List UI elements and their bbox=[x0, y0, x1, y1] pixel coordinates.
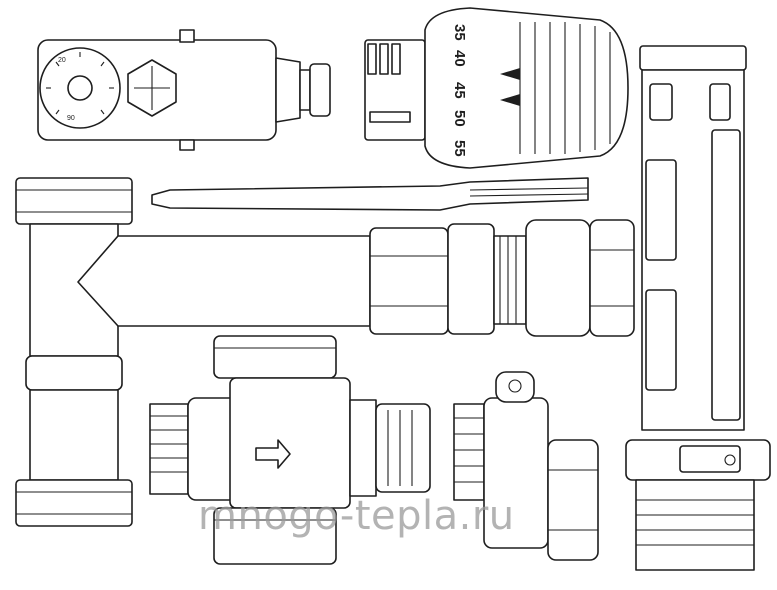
watermark: mnogo-tepla.ru bbox=[198, 493, 515, 539]
union-connector bbox=[369, 219, 635, 337]
flow-arrow-icon bbox=[255, 439, 291, 469]
tube-threads bbox=[636, 499, 754, 546]
scale-50: 50 bbox=[451, 110, 468, 127]
contact-thermostat: 20 90 bbox=[37, 29, 331, 151]
thermostatic-head: 35 40 45 50 55 bbox=[364, 7, 629, 169]
angle-threads bbox=[454, 417, 484, 483]
scale-55: 55 bbox=[451, 140, 468, 157]
dial-ticks bbox=[46, 52, 114, 115]
scale-40: 40 bbox=[451, 50, 468, 67]
grip-ribs bbox=[519, 22, 611, 154]
scale-35: 35 bbox=[451, 24, 468, 41]
hex-nut-emblem bbox=[127, 59, 177, 117]
valve-cap bbox=[495, 371, 535, 403]
dial-label-20: 20 bbox=[58, 57, 66, 64]
left-threads bbox=[150, 415, 188, 473]
thread-lines bbox=[499, 236, 517, 324]
scale-45: 45 bbox=[451, 82, 468, 99]
dial-label-90: 90 bbox=[67, 115, 75, 122]
vertical-tube bbox=[625, 45, 771, 571]
sensor-probe bbox=[151, 177, 589, 211]
angle-valve bbox=[453, 371, 599, 561]
four-way-valve bbox=[149, 335, 431, 565]
tee-fitting bbox=[15, 177, 371, 527]
handwheel-ribs bbox=[387, 410, 413, 486]
